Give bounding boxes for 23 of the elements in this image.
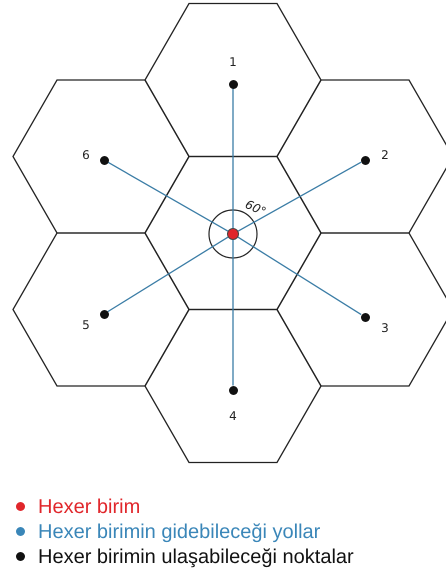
point-dot (100, 156, 108, 164)
point-number: 5 (82, 319, 90, 331)
angle-label: 60° (243, 198, 268, 218)
point-number: 2 (381, 149, 389, 161)
unit-dot (227, 228, 239, 240)
path-line (238, 162, 362, 232)
point-number: 3 (381, 322, 389, 334)
point-number: 1 (229, 56, 237, 68)
path-line (108, 162, 228, 232)
path-line (232, 88, 234, 228)
point-dot (228, 386, 238, 394)
point-dot (228, 80, 238, 88)
legend-text: Hexer birimin ulaşabileceği noktalar (38, 546, 354, 568)
path-line (232, 240, 234, 386)
point-number: 4 (229, 410, 237, 422)
point-number: 6 (82, 149, 90, 161)
point-dot (360, 156, 370, 164)
path-line (238, 236, 362, 316)
legend-text: Hexer birimin gidebileceği yollar (38, 520, 320, 542)
point-dot (100, 310, 108, 318)
legend-text: Hexer birim (38, 496, 140, 518)
point-dot (360, 312, 370, 322)
path-line (107, 236, 228, 312)
